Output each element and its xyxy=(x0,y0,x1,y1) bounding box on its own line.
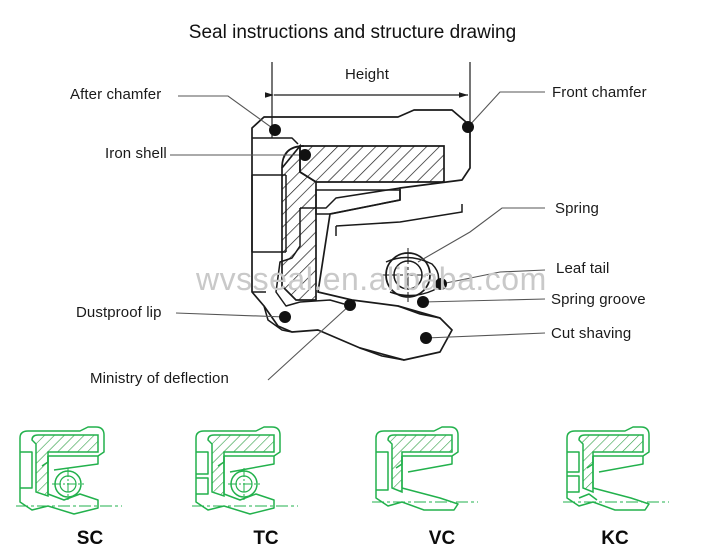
seal-type-thumb-tc[interactable] xyxy=(178,418,354,524)
spring-assembly xyxy=(381,248,440,302)
seal-type-thumb-vc[interactable] xyxy=(354,418,530,524)
seal-type-drawing xyxy=(192,426,298,515)
page-title: Seal instructions and structure drawing xyxy=(188,22,517,43)
label-iron-shell: Iron shell xyxy=(105,145,167,162)
callout-leader-lines xyxy=(170,91,546,381)
shell-cover-plate xyxy=(315,189,463,236)
dot-after-chamfer xyxy=(269,124,281,136)
dot-iron-shell xyxy=(299,149,311,161)
iron-shell-hatched-region xyxy=(281,143,445,301)
seal-type-drawing xyxy=(16,426,122,515)
dot-ministry-of-deflection xyxy=(344,299,356,311)
label-spring: Spring xyxy=(555,200,599,217)
seal-type-thumb-sc[interactable] xyxy=(2,418,178,524)
label-dustproof-lip: Dustproof lip xyxy=(76,304,162,321)
dot-spring-groove xyxy=(417,296,429,308)
seal-type-label-kc: KC xyxy=(601,528,629,549)
label-cut-shaving: Cut shaving xyxy=(551,325,632,342)
dot-dustproof-lip xyxy=(279,311,291,323)
label-leaf-tail: Leaf tail xyxy=(556,260,610,277)
spring-icon xyxy=(228,468,260,500)
label-ministry-of-deflection: Ministry of deflection xyxy=(90,370,229,387)
label-front-chamfer: Front chamfer xyxy=(552,84,647,101)
seal-type-label-vc: VC xyxy=(428,528,456,549)
seal-type-drawing xyxy=(563,426,669,511)
spring-icon xyxy=(52,468,84,500)
seal-type-label-tc: TC xyxy=(253,528,279,549)
dot-front-chamfer xyxy=(462,121,474,133)
label-spring-groove: Spring groove xyxy=(551,291,646,308)
seal-outer-body xyxy=(251,109,471,361)
callout-anchor-dots xyxy=(269,121,474,344)
spring-groove-outline xyxy=(385,256,440,297)
label-after-chamfer: After chamfer xyxy=(70,86,162,103)
dot-leaf-tail xyxy=(435,278,447,290)
dot-cut-shaving xyxy=(420,332,432,344)
seal-type-label-sc: SC xyxy=(76,528,104,549)
seal-type-drawing xyxy=(372,426,478,511)
label-height-dimension: Height xyxy=(345,66,389,83)
seal-type-thumb-kc[interactable] xyxy=(527,418,703,524)
